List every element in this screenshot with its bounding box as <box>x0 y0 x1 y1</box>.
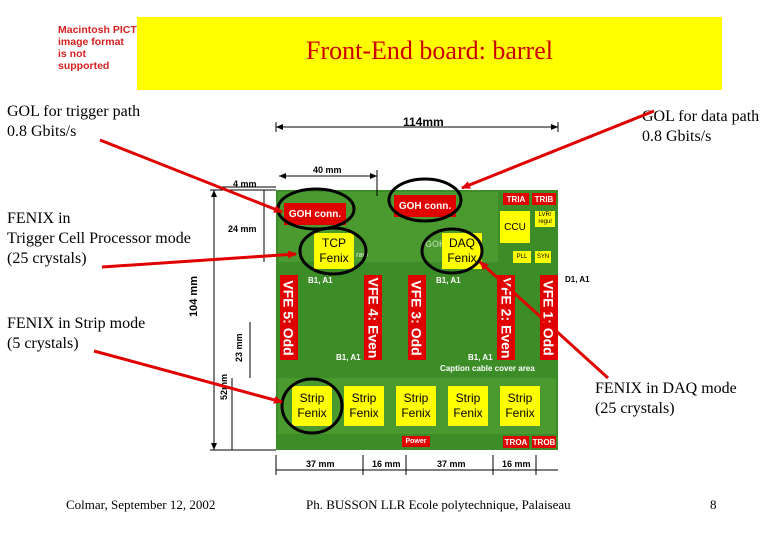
pict-line: is not supported <box>58 48 110 72</box>
slide-title: Front-End board: barrel <box>306 36 553 65</box>
chip-label: Fenix <box>447 251 477 265</box>
annotation-arrows <box>93 109 655 404</box>
annotation-line: (5 crystals) <box>7 335 79 352</box>
vfe-connector-3: VFE 3: Odd <box>408 275 426 360</box>
syn-chip: SYN <box>535 251 551 263</box>
caption-label: Caption cable cover area <box>440 364 535 373</box>
dimension-bottom: 16 mm <box>502 459 531 469</box>
dimension-bottom: 37 mm <box>306 459 335 469</box>
chip-label: Fenix <box>401 406 431 420</box>
chip-label: Fenix <box>297 406 327 420</box>
board-label: D1, A1 <box>565 275 590 284</box>
power-connector: Power <box>402 436 430 447</box>
annotation-fenix-daq: FENIX in DAQ mode (25 crystals) <box>595 379 737 419</box>
pict-line: image format <box>58 36 124 48</box>
footer-center: Ph. BUSSON LLR Ecole polytechnique, Pala… <box>306 497 571 512</box>
chip-label: Fenix <box>505 406 535 420</box>
strip-fenix-chip: Strip Fenix <box>448 386 488 426</box>
dimension-4mm: 4 mm <box>233 179 257 189</box>
vfe-connector-1: VFE 1: Odd <box>540 275 558 360</box>
chip-label: Strip <box>455 391 481 405</box>
tria-connector: TRIA <box>503 193 529 205</box>
dimension-bottom: 37 mm <box>437 459 466 469</box>
chip-label: Strip <box>403 391 429 405</box>
annotation-line: 0.8 Gbits/s <box>642 128 712 145</box>
chip-label: Fenix <box>319 251 349 265</box>
strip-fenix-chip: Strip Fenix <box>292 386 332 426</box>
annotation-line: GOL for trigger path <box>7 103 141 120</box>
trob-connector: TROB <box>532 436 556 448</box>
dimension-24mm: 24 mm <box>228 224 257 234</box>
annotation-fenix-strip: FENIX in Strip mode (5 crystals) <box>7 314 145 354</box>
chip-label: Strip <box>299 391 325 405</box>
annotation-line: (25 crystals) <box>7 250 87 267</box>
chip-label: TCP <box>322 236 346 250</box>
pict-line: Macintosh PICT <box>58 24 137 36</box>
chip-label: Fenix <box>453 406 483 420</box>
annotation-line: 0.8 Gbits/s <box>7 123 77 140</box>
goh-connector-right: GOH conn. <box>394 195 456 217</box>
chip-label: Strip <box>507 391 533 405</box>
annotation-line: FENIX in Strip mode <box>7 315 146 332</box>
annotation-fenix-tcp: FENIX in Trigger Cell Processor mode (25… <box>7 209 191 269</box>
strip-fenix-chip: Strip Fenix <box>500 386 540 426</box>
annotation-line: Trigger Cell Processor mode <box>7 230 191 247</box>
annotation-gol-data: GOL for data path 0.8 Gbits/s <box>642 107 759 147</box>
raw-label: raw <box>356 252 369 259</box>
annotation-line: FENIX in DAQ mode <box>595 380 737 397</box>
goh-connector-left: GOH conn. <box>284 203 346 225</box>
annotation-gol-trigger: GOL for trigger path 0.8 Gbits/s <box>7 102 140 142</box>
highlight-ellipses <box>276 177 484 435</box>
board-label: B1, A1 <box>468 353 493 362</box>
goh-ghost-label: GOH <box>425 239 446 249</box>
vfe-connector-5: VFE 5: Odd <box>280 275 298 360</box>
troa-connector: TROA <box>503 436 529 448</box>
tcp-fenix-chip: TCP Fenix <box>314 233 354 269</box>
trib-connector: TRIB <box>532 193 556 205</box>
vfe-connector-4: VFE 4: Even <box>364 275 382 360</box>
chip-label: DAQ <box>448 236 475 250</box>
pict-placeholder: Macintosh PICT image format is not suppo… <box>58 24 138 76</box>
board-label: B1, A1 <box>336 353 361 362</box>
annotation-line: (25 crystals) <box>595 400 675 417</box>
vfe-connector-2: VFE 2: Even <box>497 275 515 360</box>
dimension-40mm: 40 mm <box>313 165 342 175</box>
strip-fenix-chip: Strip Fenix <box>344 386 384 426</box>
annotation-line: GOL for data path <box>642 108 760 125</box>
pll-chip: PLL <box>513 251 531 263</box>
dimension-bottom: 16 mm <box>372 459 401 469</box>
title-bar <box>137 17 722 90</box>
lvr-chip: LVR/ regul <box>535 211 555 227</box>
chip-label: Fenix <box>349 406 379 420</box>
dimension-lines <box>210 122 559 475</box>
footer-left: Colmar, September 12, 2002 <box>66 497 216 512</box>
board-label: B1, A1 <box>308 276 333 285</box>
board-label: B1, A1 <box>436 276 461 285</box>
ccu-chip: CCU <box>500 211 530 243</box>
chip-label: Strip <box>351 391 377 405</box>
strip-fenix-chip: Strip Fenix <box>396 386 436 426</box>
annotation-line: FENIX in <box>7 210 71 227</box>
page-number: 8 <box>710 497 717 512</box>
